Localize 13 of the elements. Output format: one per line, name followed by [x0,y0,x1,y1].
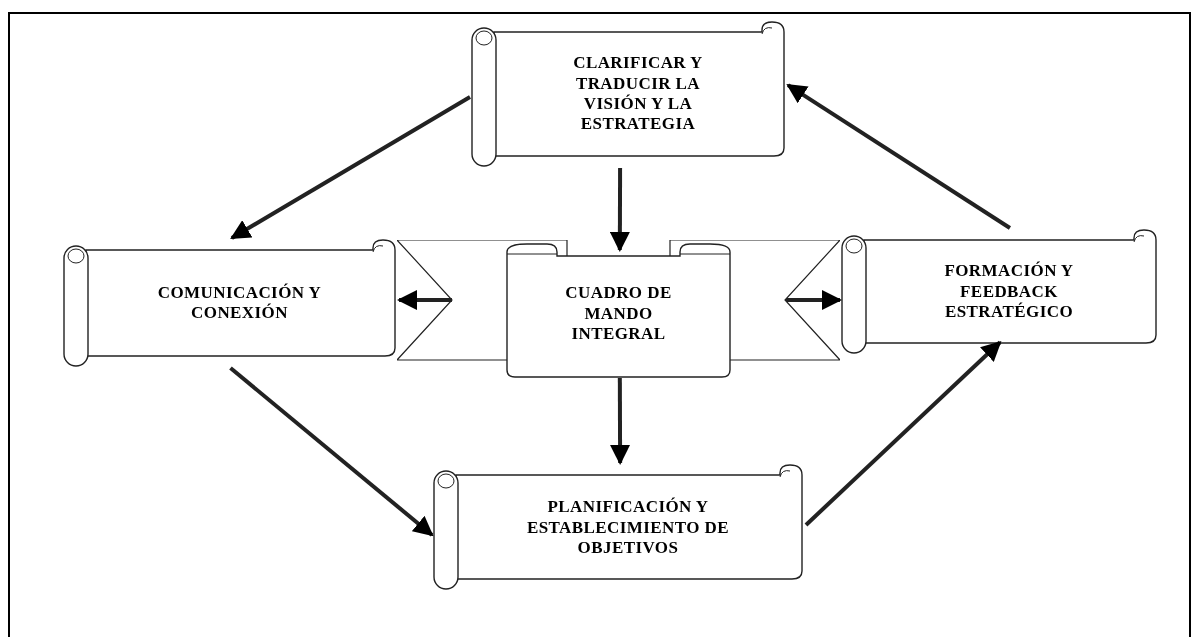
node-label: CUADRO DE MANDO INTEGRAL [564,283,673,345]
arrow [229,366,434,537]
arrow [397,290,452,310]
arrow [610,378,631,465]
node-label: COMUNICACIÓN Y CONEXIÓN [156,282,323,324]
node-label: FORMACIÓN Y FEEDBACK ESTRATÉGICO [943,261,1075,323]
node-label: CLARIFICAR Y TRADUCIR LA VISIÓN Y LA ESTRATEGIA [572,53,704,135]
arrow [785,290,842,310]
arrow [804,340,1002,527]
node-label: PLANIFICACIÓN Y ESTABLECIMIENTO DE OBJETIVOS [525,497,731,559]
arrow [786,83,1011,230]
arrow [609,168,630,252]
arrow [230,95,472,240]
